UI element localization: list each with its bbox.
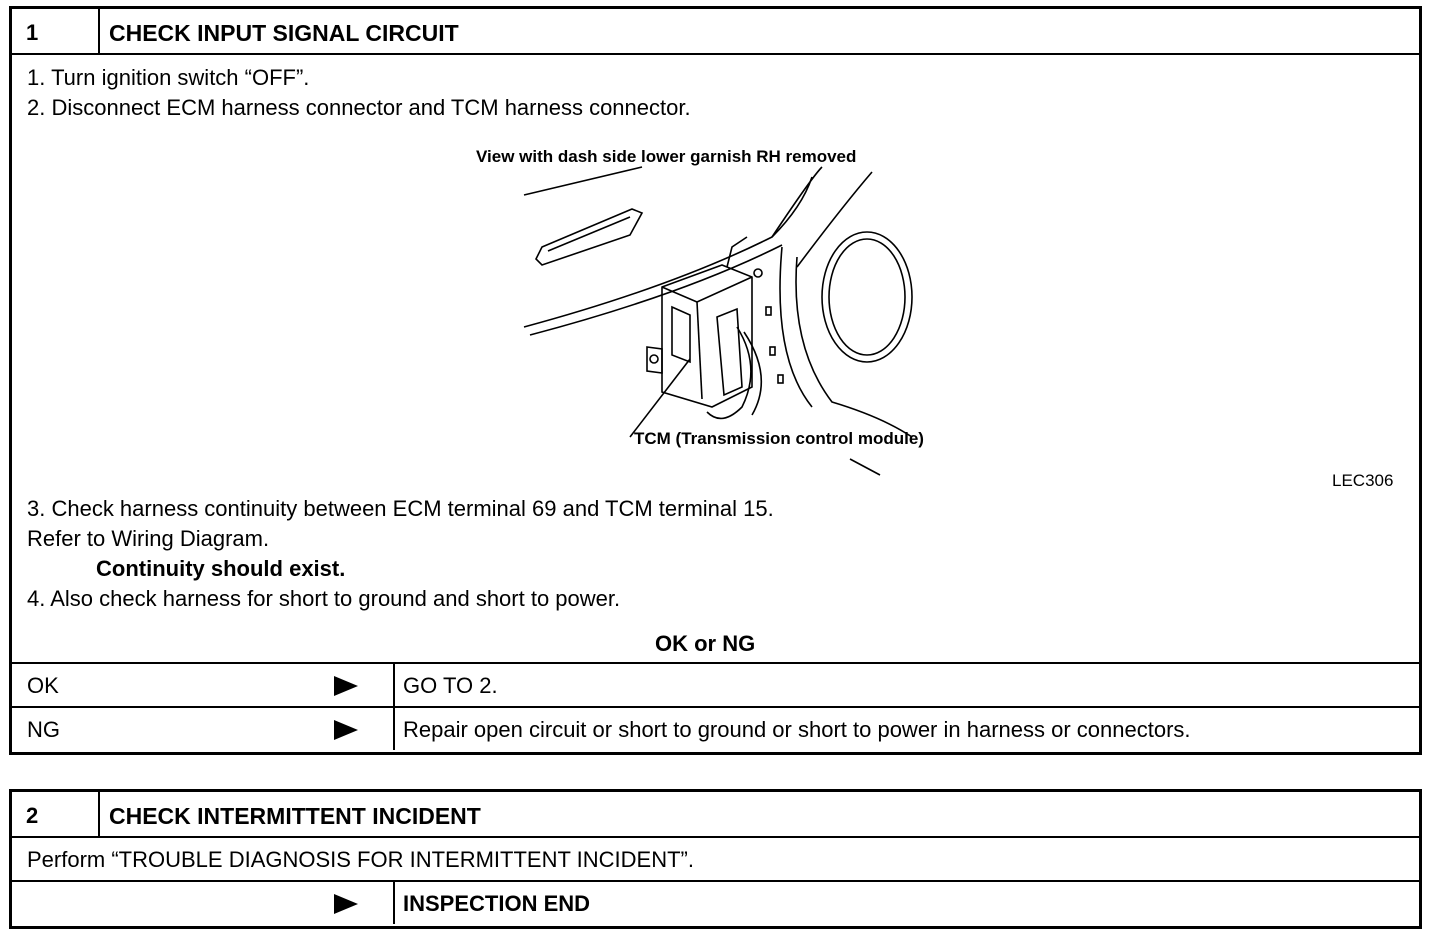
instruction-1: 1. Turn ignition switch “OFF”. bbox=[27, 65, 310, 90]
result-row-end: INSPECTION END bbox=[12, 880, 1419, 924]
step-number: 1 bbox=[12, 9, 100, 53]
arrow-right-icon bbox=[334, 676, 358, 696]
step-2-box: 2 CHECK INTERMITTENT INCIDENT Perform “T… bbox=[9, 789, 1422, 929]
instruction-3: 3. Check harness continuity between ECM … bbox=[27, 496, 774, 521]
result-action: GO TO 2. bbox=[393, 664, 1419, 706]
arrow-right-icon bbox=[334, 894, 358, 914]
result-label: OK bbox=[27, 673, 59, 698]
ok-ng-question: OK or NG bbox=[655, 631, 756, 656]
figure-id: LEC306 bbox=[1332, 471, 1394, 490]
result-action: Repair open circuit or short to ground o… bbox=[393, 708, 1419, 750]
spec-text: Continuity should exist. bbox=[96, 556, 346, 581]
step-1-header: 1 CHECK INPUT SIGNAL CIRCUIT bbox=[12, 9, 1419, 55]
result-label: NG bbox=[27, 717, 60, 742]
result-row-ng: NG Repair open circuit or short to groun… bbox=[12, 706, 1419, 750]
arrow-right-icon bbox=[334, 720, 358, 740]
instruction-2: 2. Disconnect ECM harness connector and … bbox=[27, 95, 691, 120]
instruction-text: Perform “TROUBLE DIAGNOSIS FOR INTERMITT… bbox=[27, 847, 694, 872]
figure-caption: View with dash side lower garnish RH rem… bbox=[476, 147, 857, 166]
step-number: 2 bbox=[12, 792, 100, 836]
result-row-ok: OK GO TO 2. bbox=[12, 662, 1419, 706]
figure-callout: TCM (Transmission control module) bbox=[634, 429, 924, 448]
result-action: INSPECTION END bbox=[393, 882, 1419, 924]
step-2-header: 2 CHECK INTERMITTENT INCIDENT bbox=[12, 792, 1419, 838]
step-title: CHECK INTERMITTENT INCIDENT bbox=[109, 803, 481, 829]
tcm-location-figure bbox=[512, 137, 932, 477]
instruction-4: 4. Also check harness for short to groun… bbox=[27, 586, 621, 611]
step-title: CHECK INPUT SIGNAL CIRCUIT bbox=[109, 20, 459, 46]
instruction-3b: Refer to Wiring Diagram. bbox=[27, 526, 270, 551]
tcm-diagram-illustration bbox=[523, 166, 913, 476]
step-1-box: 1 CHECK INPUT SIGNAL CIRCUIT 1. Turn ign… bbox=[9, 6, 1422, 755]
